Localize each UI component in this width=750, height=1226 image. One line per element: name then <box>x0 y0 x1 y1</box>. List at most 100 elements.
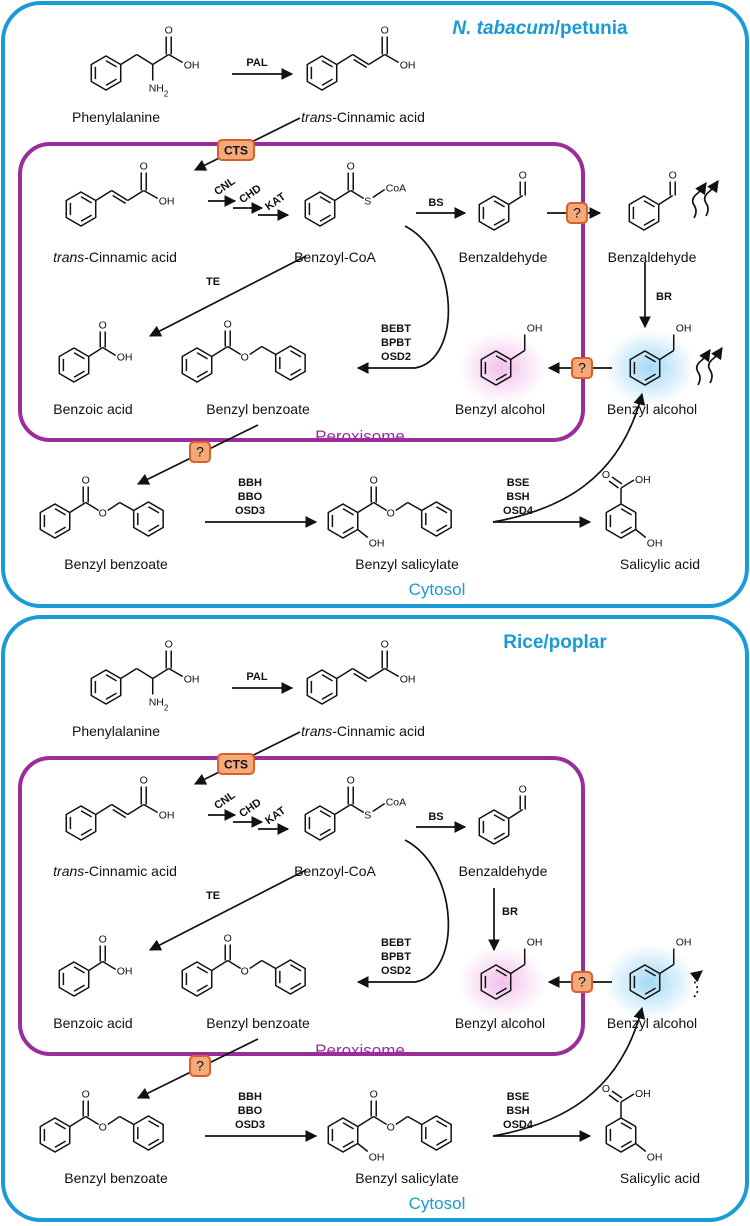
label-benzoyl-coa: Benzoyl-CoA <box>294 863 376 879</box>
mol-benzyl-alcohol-in: OH <box>480 323 542 386</box>
mol-benzyl-benzoate-out: OO <box>39 1089 164 1153</box>
panel-ntabacum-petunia: N. tabacum/petuniaCytosolPeroxisomeOOHNH… <box>1 1 749 608</box>
enzyme-bbh: BBH <box>238 1091 262 1103</box>
svg-text:?: ? <box>578 360 586 376</box>
svg-text:O: O <box>519 784 527 796</box>
svg-text:O: O <box>381 639 389 651</box>
label-benzyl-benzoate-out: Benzyl benzoate <box>64 556 168 572</box>
svg-text:O: O <box>370 1089 378 1101</box>
label-phenylalanine: Phenylalanine <box>72 109 160 125</box>
svg-text:O: O <box>602 1083 610 1095</box>
svg-text:OH: OH <box>117 352 133 364</box>
label-benzyl-benzoate-out: Benzyl benzoate <box>64 1170 168 1186</box>
enzyme-bsh: BSH <box>506 491 529 503</box>
svg-text:CHD: CHD <box>237 797 263 821</box>
mol-benzaldehyde-out: O <box>628 170 677 231</box>
svg-text:OH: OH <box>676 937 692 949</box>
panel-title: Rice/poplar <box>503 632 607 653</box>
svg-text:?: ? <box>196 444 204 460</box>
enzyme-bsh: BSH <box>506 1105 529 1117</box>
enzyme-osd4: OSD4 <box>503 505 534 517</box>
glow-blue <box>604 330 696 406</box>
label-benzoic-acid: Benzoic acid <box>53 1015 132 1031</box>
label-phenylalanine: Phenylalanine <box>72 723 160 739</box>
svg-text:O: O <box>140 161 148 173</box>
svg-text:?: ? <box>578 974 586 990</box>
cytosol-label: Cytosol <box>409 1194 466 1213</box>
label-cinnamic-top: trans-Cinnamic acid <box>301 723 425 739</box>
svg-text:O: O <box>99 1122 107 1134</box>
label-benzaldehyde-out: Benzaldehyde <box>608 249 697 265</box>
svg-text:S: S <box>364 196 371 208</box>
arrow-bse-alcohol <box>492 1006 646 1137</box>
svg-text:S: S <box>364 810 371 822</box>
enzyme-bse: BSE <box>507 1091 530 1103</box>
svg-text:OH: OH <box>369 538 385 550</box>
svg-text:CTS: CTS <box>224 144 248 158</box>
label-cinnamic-in: trans-Cinnamic acid <box>53 249 177 265</box>
svg-text:O: O <box>99 934 107 946</box>
svg-text:O: O <box>165 25 173 37</box>
label-benzyl-salicylate: Benzyl salicylate <box>355 1170 459 1186</box>
peroxisome-label: Peroxisome <box>315 1041 405 1060</box>
svg-text:O: O <box>224 933 232 945</box>
cytosol-border <box>1 615 749 1222</box>
enzyme-bpbt: BPBT <box>381 337 411 349</box>
svg-text:O: O <box>140 775 148 787</box>
svg-text:O: O <box>370 475 378 487</box>
svg-text:O: O <box>99 320 107 332</box>
mol-cinnamic-top: OOH <box>306 25 415 91</box>
svg-text:O: O <box>347 161 355 173</box>
mol-cinnamic-top: OOH <box>306 639 415 705</box>
svg-text:O: O <box>381 25 389 37</box>
transporter-cts <box>217 753 255 775</box>
panel-title: N. tabacum/petunia <box>452 18 628 39</box>
svg-text:OH: OH <box>647 1152 663 1164</box>
label-benzaldehyde-in: Benzaldehyde <box>459 249 548 265</box>
glow-pink <box>458 332 546 404</box>
svg-text:O: O <box>165 639 173 651</box>
label-benzyl-alcohol-out: Benzyl alcohol <box>607 1015 697 1031</box>
label-cinnamic-in: trans-Cinnamic acid <box>53 863 177 879</box>
svg-text:O: O <box>82 475 90 487</box>
svg-text:CNL: CNL <box>212 789 238 812</box>
enzyme-osd4: OSD4 <box>503 1119 534 1131</box>
volatile-emission-benzyl-alcohol <box>695 347 723 386</box>
cytosol-border <box>1 1 749 608</box>
svg-text:KAT: KAT <box>263 191 288 213</box>
panel-rice-poplar: Rice/poplarCytosolPeroxisomeOOHNH2OOHOOH… <box>1 615 749 1222</box>
svg-text:O: O <box>347 775 355 787</box>
volatile-emission-benzaldehyde <box>691 180 719 219</box>
enzyme-te: TE <box>206 276 220 288</box>
label-benzoic-acid: Benzoic acid <box>53 401 132 417</box>
svg-text:CTS: CTS <box>224 758 248 772</box>
svg-text:OH: OH <box>527 937 543 949</box>
enzyme-bs: BS <box>428 811 443 823</box>
enzyme-br: BR <box>502 906 518 918</box>
svg-text:OH: OH <box>159 196 175 208</box>
enzyme-osd2: OSD2 <box>381 351 411 363</box>
enzyme-bbh: BBH <box>238 477 262 489</box>
arrow-bebt <box>356 839 450 988</box>
mol-benzyl-alcohol-out: OH <box>629 937 692 1000</box>
label-cinnamic-top: trans-Cinnamic acid <box>301 109 425 125</box>
mol-cinnamic-in: O OH <box>65 161 175 227</box>
peroxisome-border <box>18 142 585 442</box>
label-benzaldehyde-in: Benzaldehyde <box>459 863 548 879</box>
svg-text:OH: OH <box>184 60 200 72</box>
mol-benzoic-acid: O OH <box>58 320 133 383</box>
arrow-bebt <box>356 225 450 374</box>
svg-text:O: O <box>602 469 610 481</box>
svg-text:KAT: KAT <box>263 805 288 827</box>
enzyme-osd2: OSD2 <box>381 965 411 977</box>
label-salicylic-acid: Salicylic acid <box>620 556 700 572</box>
mol-benzaldehyde-in: O <box>478 170 527 231</box>
enzyme-osd3: OSD3 <box>235 1119 265 1131</box>
svg-text:OH: OH <box>117 966 133 978</box>
enzyme-bbo: BBO <box>238 491 263 503</box>
svg-text:CHD: CHD <box>237 183 263 207</box>
